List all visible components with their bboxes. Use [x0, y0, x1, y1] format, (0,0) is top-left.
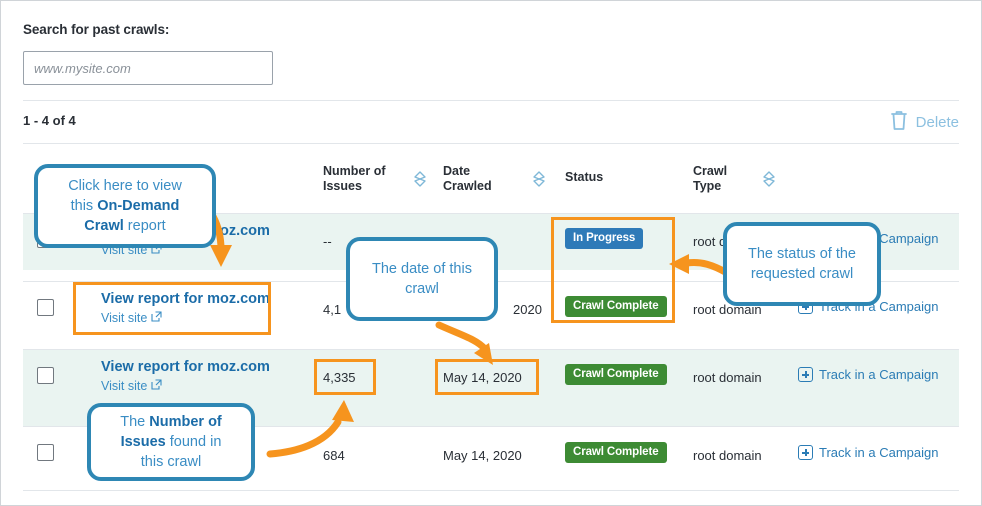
cell-date-crawled: 2020 — [513, 302, 542, 317]
status-badge: Crawl Complete — [565, 364, 667, 385]
external-link-icon — [151, 311, 162, 325]
row-divider — [23, 349, 959, 350]
callout-issues-line1-prefix: The — [120, 414, 150, 430]
divider-bottom — [23, 490, 959, 491]
cell-number-of-issues: 4,335 — [323, 370, 356, 385]
track-in-campaign-button[interactable]: Track in a Campaign — [798, 367, 938, 382]
plus-icon — [798, 367, 813, 382]
row-checkbox[interactable] — [37, 367, 54, 384]
view-report-link[interactable]: View report for moz.com — [101, 291, 270, 307]
callout-report-line3-suffix: report — [123, 218, 166, 234]
track-label: Track in a Campaign — [819, 445, 939, 460]
callout-report-line1: Click here to view — [68, 178, 182, 194]
visit-site-link[interactable]: Visit site — [101, 311, 162, 325]
callout-report-line3-bold: Crawl — [84, 218, 124, 234]
search-label: Search for past crawls: — [23, 22, 170, 37]
row-checkbox[interactable] — [37, 299, 54, 316]
cell-date-crawled: May 14, 2020 — [443, 370, 522, 385]
callout-number-of-issues: The Number of Issues found in this crawl — [87, 403, 255, 481]
trash-icon — [889, 109, 909, 135]
search-input[interactable] — [23, 51, 273, 85]
external-link-icon — [151, 379, 162, 393]
arrow-date-callout — [435, 321, 493, 365]
cell-status: In Progress — [565, 228, 644, 249]
callout-date-line2: crawl — [405, 281, 439, 297]
divider-toolbar-bottom — [23, 143, 959, 144]
cell-number-of-issues: 684 — [323, 448, 345, 463]
cell-number-of-issues: -- — [323, 234, 332, 249]
sort-icon-date-crawled[interactable] — [531, 170, 547, 193]
result-count: 1 - 4 of 4 — [23, 113, 76, 128]
visit-site-link[interactable]: Visit site — [101, 379, 162, 393]
arrow-issues-callout — [266, 400, 354, 458]
highlight-box-number-of-issues — [314, 359, 376, 395]
highlight-box-status — [551, 217, 675, 323]
cell-number-of-issues: 4,1 — [323, 302, 342, 317]
callout-date-of-crawl: The date of this crawl — [346, 237, 498, 321]
callout-report-line2-prefix: this — [70, 198, 98, 214]
delete-label: Delete — [915, 113, 959, 131]
visit-site-label: Visit site — [101, 311, 148, 325]
cell-status: Crawl Complete — [565, 296, 667, 317]
callout-status-line1: The status of the — [747, 246, 856, 262]
divider-top — [23, 100, 959, 101]
cell-status: Crawl Complete — [565, 442, 667, 463]
callout-click-to-view-report: Click here to view this On-Demand Crawl … — [34, 164, 216, 248]
sort-icon-number-of-issues[interactable] — [412, 170, 428, 193]
track-label: Track in a Campaign — [819, 367, 939, 382]
table-row[interactable]: 684 May 14, 2020 Crawl Complete root dom… — [23, 426, 959, 490]
row-divider — [23, 213, 959, 214]
status-badge: Crawl Complete — [565, 296, 667, 317]
cell-status: Crawl Complete — [565, 364, 667, 385]
cell-date-crawled: May 14, 2020 — [443, 448, 522, 463]
plus-icon — [798, 445, 813, 460]
sort-icon-crawl-type[interactable] — [761, 170, 777, 193]
column-header-status: Status — [565, 170, 604, 184]
highlight-box-view-report — [73, 282, 271, 335]
callout-status-line2: requested crawl — [750, 266, 854, 282]
callout-issues-line2-suffix: found in — [165, 434, 222, 450]
cell-crawl-type: root domain — [693, 370, 762, 385]
callout-status-of-crawl: The status of the requested crawl — [723, 222, 881, 306]
callout-report-line2-bold: On-Demand — [97, 198, 180, 214]
row-divider — [23, 426, 959, 427]
visit-site-label: Visit site — [101, 379, 148, 393]
delete-button[interactable]: Delete — [889, 109, 959, 135]
cell-crawl-type: root domain — [693, 448, 762, 463]
track-in-campaign-button[interactable]: Track in a Campaign — [798, 445, 938, 460]
status-badge: In Progress — [565, 228, 644, 249]
callout-issues-line2-bold: Issues — [120, 434, 166, 450]
view-report-link[interactable]: View report for moz.com — [101, 359, 270, 375]
callout-issues-line1-bold: Number of — [149, 414, 222, 430]
callout-issues-line3: this crawl — [140, 454, 202, 470]
row-checkbox[interactable] — [37, 444, 54, 461]
status-badge: Crawl Complete — [565, 442, 667, 463]
callout-date-line1: The date of this — [372, 261, 472, 277]
